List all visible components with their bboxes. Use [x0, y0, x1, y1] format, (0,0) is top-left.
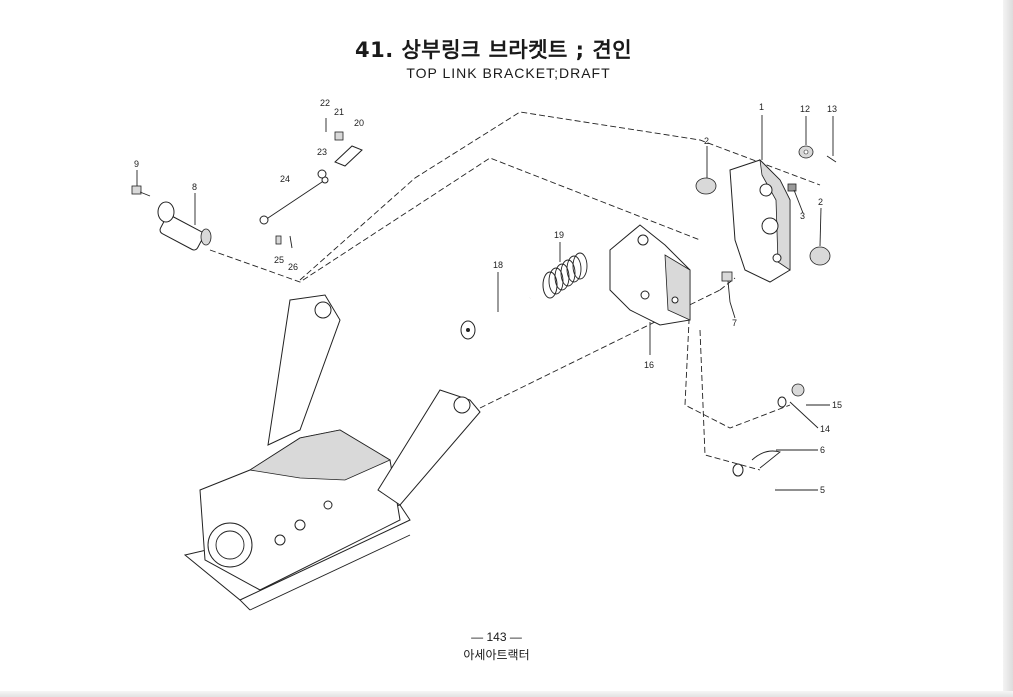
callout-leaders [136, 115, 834, 491]
part-20-clevis [317, 118, 363, 179]
callout-23: 23 [317, 147, 327, 157]
lift-arm-right [377, 389, 481, 506]
part-15-nut [791, 383, 805, 397]
callout-20: 20 [354, 118, 364, 128]
part-18-long-bolt [460, 296, 531, 340]
callout-9: 9 [134, 159, 139, 169]
part-3-bolt [787, 183, 797, 192]
lift-arm-left [267, 294, 341, 446]
callout-15: 15 [832, 400, 842, 410]
part-9-bolt [131, 185, 151, 197]
callout-24: 24 [280, 174, 290, 184]
callout-13: 13 [827, 104, 837, 114]
callout-18: 18 [493, 260, 503, 270]
part-24-link-rod [259, 176, 329, 249]
part-13-grease-nipple [826, 155, 837, 163]
part-6-lynch-pin [751, 450, 781, 469]
callout-12: 12 [800, 104, 810, 114]
callout-3: 3 [800, 211, 805, 221]
page-bottom-shadow [0, 691, 1013, 697]
callout-16: 16 [644, 360, 654, 370]
callout-7: 7 [732, 318, 737, 328]
part-2-bushing-upper [695, 177, 717, 195]
part-7-bolt [721, 271, 733, 303]
page-title-korean: 41. 상부링크 브라켓트 ; 견인 [354, 38, 633, 62]
callout-25: 25 [274, 255, 284, 265]
part-16-bracket-plate [609, 224, 691, 326]
callout-1: 1 [759, 102, 764, 112]
page-title-english: TOP LINK BRACKET;DRAFT [406, 65, 611, 81]
callout-8: 8 [192, 182, 197, 192]
part-12-nut [798, 145, 814, 159]
callout-26: 26 [288, 262, 298, 272]
callout-5: 5 [820, 485, 825, 495]
callout-19: 19 [554, 230, 564, 240]
callout-6: 6 [820, 445, 825, 455]
part-8-pin [157, 201, 212, 251]
part-19-spring [542, 252, 588, 299]
callout-2-lower: 2 [818, 197, 823, 207]
part-2-bushing-lower [809, 246, 831, 266]
page-edge-shadow [1003, 0, 1013, 697]
assembly-guide-lines [209, 111, 821, 471]
callout-21: 21 [334, 107, 344, 117]
callout-22: 22 [320, 98, 330, 108]
part-14-washer [777, 396, 787, 408]
part-5-pin [732, 463, 778, 492]
callout-2-upper: 2 [704, 136, 709, 146]
hydraulic-housing [183, 429, 411, 611]
callout-14: 14 [820, 424, 830, 434]
page-number: — 143 — [471, 630, 522, 644]
footer-brand: 아세아트랙터 [463, 648, 530, 662]
part-1-top-link-bracket [729, 158, 791, 283]
